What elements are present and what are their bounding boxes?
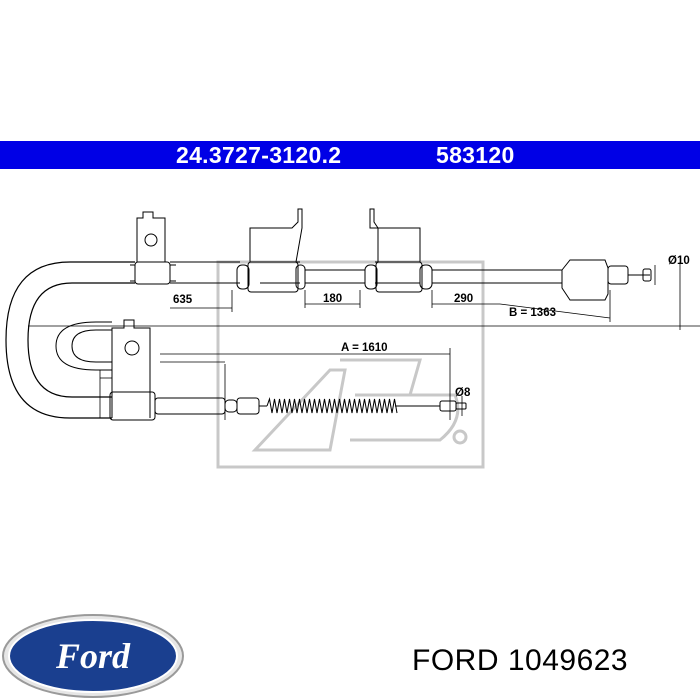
reference-number: 583120 <box>436 142 515 168</box>
dim-label-635: 635 <box>173 294 193 306</box>
dim-lines <box>28 262 700 420</box>
header-band: 24.3727-3120.2 583120 <box>0 141 700 169</box>
bracket-clip-3 <box>364 208 433 293</box>
cable-loop-outer <box>5 261 135 419</box>
cable-loop-outer-2 <box>27 282 135 398</box>
ate-watermark <box>216 260 485 469</box>
ford-logo-oval <box>8 619 178 693</box>
ford-logo: Ford <box>2 614 184 698</box>
dim-label-b: B = 1363 <box>509 307 556 319</box>
cable-loop-inner <box>55 321 112 371</box>
part-number: 24.3727-3120.2 <box>176 142 342 168</box>
dim-label-a: A = 1610 <box>341 342 388 354</box>
lower-cable <box>154 397 467 415</box>
dim-label-dia-8: Ø8 <box>455 387 471 399</box>
cable-loop-inner-2 <box>71 329 112 363</box>
footer-label: FORD 1049623 <box>412 644 629 677</box>
bracket-clip-1 <box>130 211 176 285</box>
dim-label-290: 290 <box>454 293 473 305</box>
bracket-lower <box>109 319 156 421</box>
bracket-clip-2 <box>236 208 306 293</box>
ford-logo-script: Ford <box>55 636 131 676</box>
end-fitting-right <box>561 259 652 301</box>
dim-label-180: 180 <box>323 293 342 305</box>
dim-label-dia-10: Ø10 <box>668 255 690 267</box>
